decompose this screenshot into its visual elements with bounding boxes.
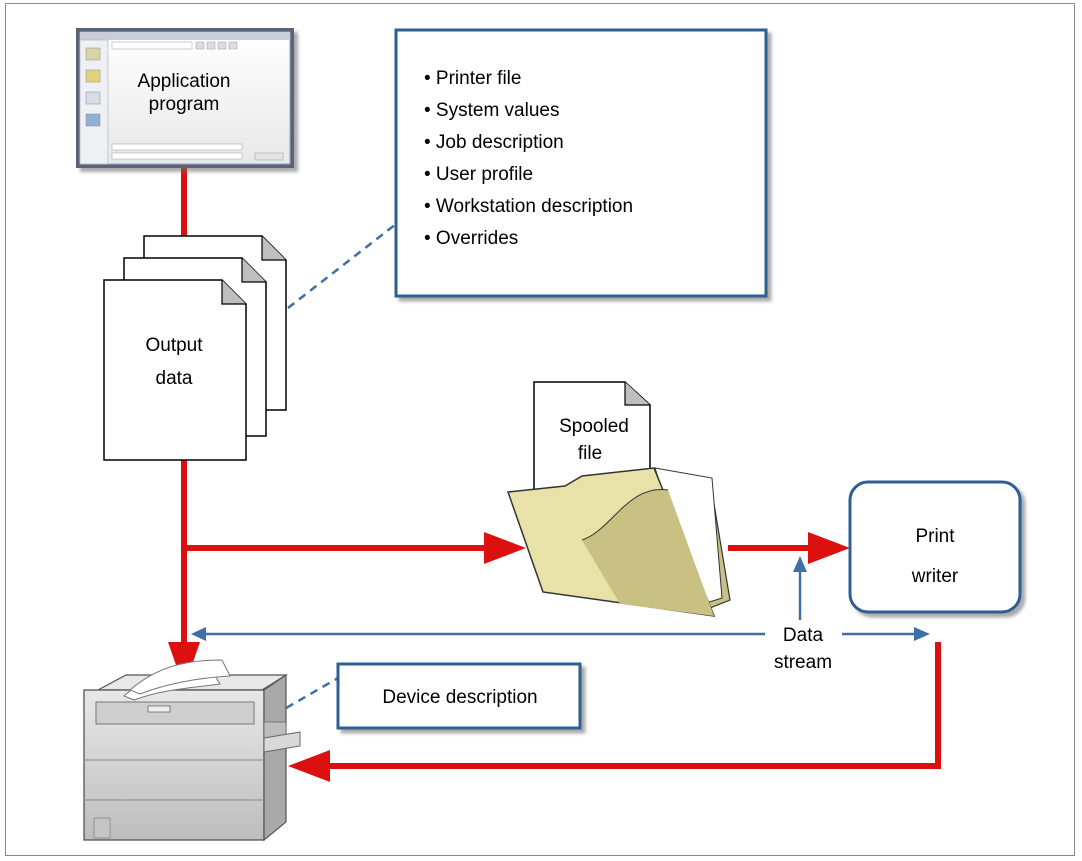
spooled-file-label-line2: file <box>578 443 602 464</box>
diagram-frame <box>5 3 1075 856</box>
attribute-item: • User profile <box>424 164 533 185</box>
print-writer-label-line2: writer <box>911 566 959 587</box>
stream-up-arrowhead <box>793 556 807 572</box>
attributes-box <box>394 28 768 298</box>
attributes-list: • Printer file • System values • Job descr… <box>424 68 633 249</box>
device-description-box <box>336 662 582 730</box>
stream-left-arrowhead <box>191 627 206 641</box>
attribute-item: • System values <box>424 100 559 121</box>
attribute-item: • Printer file <box>424 68 521 89</box>
flow-lines <box>168 168 941 782</box>
attribute-item: • Workstation description <box>424 196 633 217</box>
data-stream-label-line1: Data <box>783 625 824 646</box>
print-writer-box <box>848 480 1022 614</box>
application-program-label-line1: Application <box>138 71 231 92</box>
data-stream-label-line2: stream <box>774 652 832 673</box>
attribute-item: • Overrides <box>424 228 518 249</box>
output-data-label-line2: data <box>156 368 193 389</box>
stream-right-arrowhead <box>914 627 930 641</box>
flow-arrowhead-to-printer-side <box>288 750 330 782</box>
document-stack-icon <box>103 235 287 461</box>
data-stream-lines <box>191 556 930 641</box>
device-description-label: Device description <box>382 687 537 708</box>
spooled-file-label-line1: Spooled <box>559 416 629 437</box>
callout-line-attributes <box>287 223 397 309</box>
flow-arrowhead-to-spool <box>484 532 526 564</box>
flow-arrowhead-to-writer <box>808 532 850 564</box>
application-window-icon <box>76 28 294 168</box>
folder-icon <box>506 381 731 617</box>
attribute-item: • Job description <box>424 132 564 153</box>
print-writer-label-line1: Print <box>915 526 955 547</box>
printer-icon <box>83 659 301 842</box>
output-data-label-line1: Output <box>145 335 203 356</box>
flow-writer-to-printer <box>326 642 941 769</box>
application-program-label-line2: program <box>149 94 220 115</box>
